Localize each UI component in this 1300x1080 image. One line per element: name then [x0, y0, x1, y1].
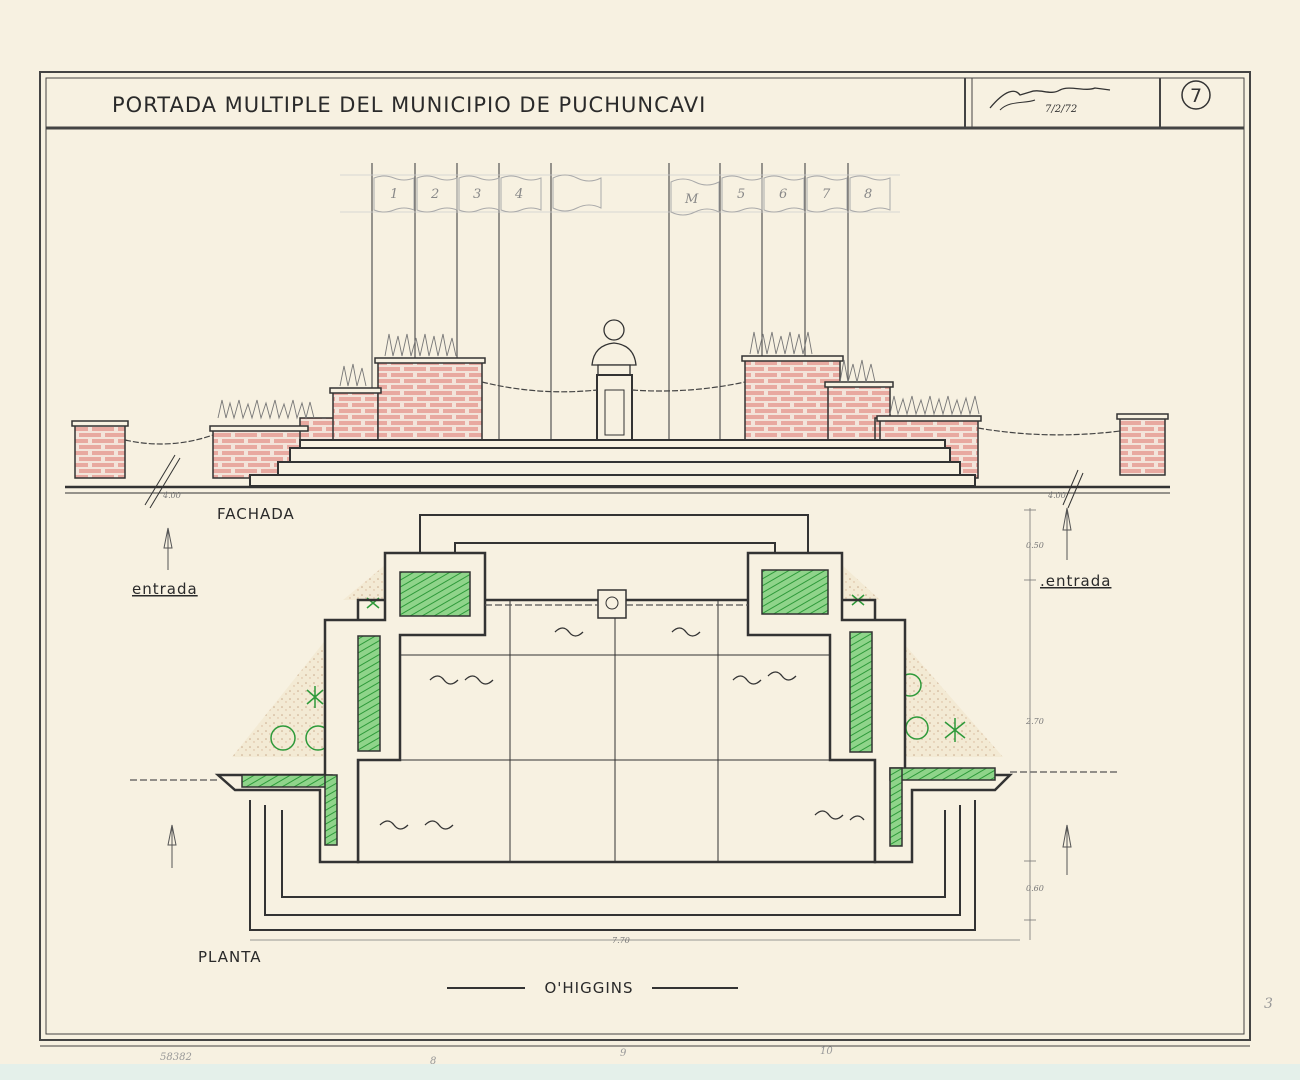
svg-text:3: 3 [1264, 996, 1273, 1012]
planting-strips [241, 569, 996, 847]
svg-text:M: M [684, 192, 699, 207]
svg-text:8: 8 [430, 1056, 436, 1067]
svg-text:7/2/72: 7/2/72 [1045, 104, 1077, 115]
plan-central-floor [356, 598, 877, 864]
svg-text:58382: 58382 [160, 1052, 192, 1063]
svg-text:6: 6 [779, 187, 787, 202]
plan-chains [130, 604, 1118, 781]
svg-text:4.00: 4.00 [1047, 491, 1066, 500]
flag-numbers: 1 2 3 4 M 5 6 7 8 [390, 187, 872, 207]
svg-text:7: 7 [1190, 85, 1202, 107]
planting-beds-triangular [232, 565, 1003, 757]
svg-text:2: 2 [430, 187, 439, 202]
svg-text:7: 7 [822, 187, 831, 202]
plan-label: PLANTA [198, 948, 262, 966]
street-label: O'HIGGINS [447, 979, 738, 997]
ground-line [65, 454, 1170, 509]
entrance-arrows [163, 507, 1072, 875]
plan-borders [249, 514, 976, 931]
wall-copings [71, 355, 1169, 432]
bust-monument [591, 319, 637, 441]
plan-bust-marker [597, 589, 627, 619]
drawing-frame [39, 71, 1251, 1047]
svg-text:2.70: 2.70 [1025, 717, 1044, 726]
signature: 7/2/72 [989, 87, 1111, 115]
planters-grass [217, 331, 980, 420]
sheet-number-badge: 7 [1181, 80, 1211, 110]
svg-text:5: 5 [737, 187, 745, 202]
scan-background-strip [0, 1064, 1300, 1080]
entrance-left-label: entrada [132, 580, 198, 598]
entrance-right-label: .entrada [1040, 572, 1111, 590]
svg-text:3: 3 [473, 187, 481, 202]
margin-notes: 58382 8 9 10 3 [160, 996, 1273, 1067]
svg-text:9: 9 [620, 1048, 627, 1059]
steps [249, 439, 976, 487]
dimension-lines [250, 508, 1036, 941]
svg-text:O'HIGGINS: O'HIGGINS [544, 979, 633, 997]
chains [124, 381, 1121, 445]
flags [373, 174, 891, 216]
svg-text:4: 4 [514, 187, 523, 202]
svg-text:0.60: 0.60 [1026, 884, 1044, 893]
svg-text:0.50: 0.50 [1026, 541, 1044, 550]
svg-text:8: 8 [864, 187, 872, 202]
elevation-label: FACHADA [217, 505, 295, 523]
svg-text:4.00: 4.00 [162, 491, 181, 500]
drawing-title: PORTADA MULTIPLE DEL MUNICIPIO DE PUCHUN… [112, 93, 706, 117]
svg-text:1: 1 [390, 187, 398, 202]
svg-text:10: 10 [820, 1046, 833, 1057]
floor-ornaments [379, 627, 865, 830]
svg-text:7.70: 7.70 [612, 936, 630, 945]
